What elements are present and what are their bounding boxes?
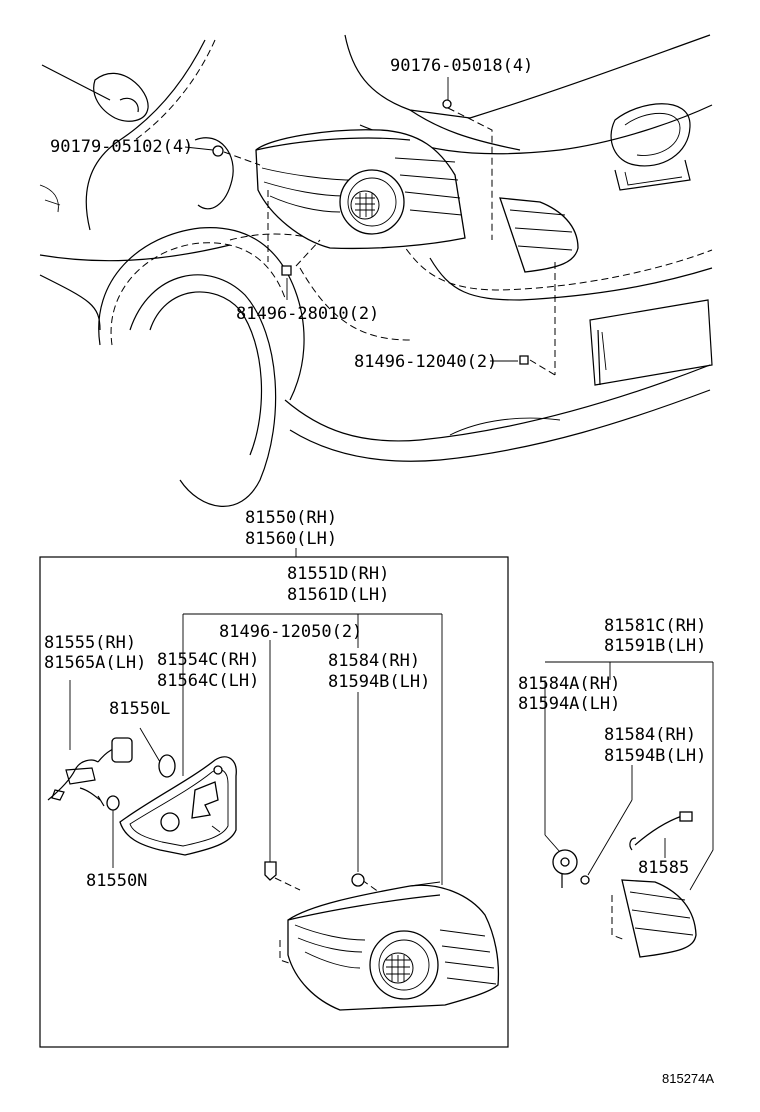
- label-81496-12050: 81496-12050(2): [219, 622, 362, 642]
- label-81550l: 81550L: [109, 699, 170, 719]
- vehicle-body: [39, 34, 713, 507]
- tail-lamp-assembly: [287, 881, 500, 1011]
- label-81551d-rh: 81551D(RH): [287, 564, 389, 584]
- label-81496-28010: 81496-28010(2): [236, 304, 379, 324]
- label-81584-rh-side: 81584(RH): [604, 725, 696, 745]
- label-90176-05018: 90176-05018(4): [390, 56, 533, 76]
- label-81594b-lh-box: 81594B(LH): [328, 672, 430, 692]
- label-81550n: 81550N: [86, 871, 147, 891]
- tail-lamp-installed: [255, 129, 466, 250]
- fasteners-body: [212, 99, 529, 365]
- figure-id: 815274A: [662, 1071, 714, 1086]
- label-81581c-rh: 81581C(RH): [604, 616, 706, 636]
- label-81496-12040: 81496-12040(2): [354, 352, 497, 372]
- leader-lines-box: [69, 613, 443, 981]
- label-81561d-lh: 81561D(LH): [287, 585, 389, 605]
- label-81555-rh: 81555(RH): [44, 633, 136, 653]
- label-81550-rh: 81550(RH): [245, 508, 337, 528]
- label-81564c-lh: 81564C(LH): [157, 671, 259, 691]
- label-81585: 81585: [638, 858, 689, 878]
- label-81594a-lh: 81594A(LH): [518, 694, 620, 714]
- label-81591b-lh: 81591B(LH): [604, 636, 706, 656]
- label-81594b-lh-side: 81594B(LH): [604, 746, 706, 766]
- bulb-81550n: [106, 795, 120, 811]
- label-81554c-rh: 81554C(RH): [157, 650, 259, 670]
- screw-81496-12050: [264, 861, 277, 881]
- label-90179-05102: 90179-05102(4): [50, 137, 193, 157]
- leader-lines-top: [184, 77, 556, 376]
- label-81565a-lh: 81565A(LH): [44, 653, 146, 673]
- labels: 90176-05018(4) 90179-05102(4) 81496-2801…: [44, 56, 714, 1086]
- label-81560-lh: 81560(LH): [245, 529, 337, 549]
- socket-harness: [47, 737, 133, 807]
- label-81584-rh-box: 81584(RH): [328, 651, 420, 671]
- side-lamp-installed: [499, 197, 579, 273]
- gasket: [119, 756, 237, 856]
- side-lamp-parts: [544, 661, 714, 958]
- assembly-box: [39, 556, 509, 1048]
- label-81584a-rh: 81584A(RH): [518, 674, 620, 694]
- grommet-box: [351, 873, 365, 887]
- bulb-81550l: [158, 754, 176, 778]
